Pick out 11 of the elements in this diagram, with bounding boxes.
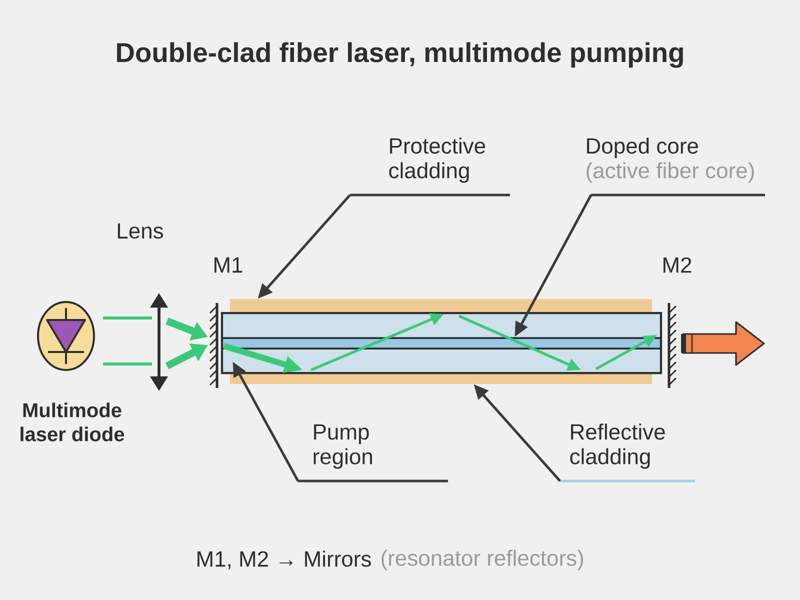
callout-label: Protective cladding bbox=[389, 138, 486, 183]
note: (resonator reflectors) bbox=[382, 550, 584, 570]
title: Double-clad fiber laser, multimode pumping bbox=[117, 42, 683, 68]
callout-label: Doped core (active fiber core) bbox=[586, 138, 754, 183]
component-label: Multimode laser diode bbox=[20, 402, 124, 442]
part-label: Lens bbox=[118, 223, 164, 239]
callout-label: Reflective cladding bbox=[570, 424, 665, 469]
callout-label: Pump region bbox=[314, 424, 372, 469]
mirror-label: M2 bbox=[664, 257, 692, 273]
mirror-label: M1 bbox=[214, 257, 242, 273]
caption: M1, M2 → Mirrors bbox=[198, 550, 371, 570]
